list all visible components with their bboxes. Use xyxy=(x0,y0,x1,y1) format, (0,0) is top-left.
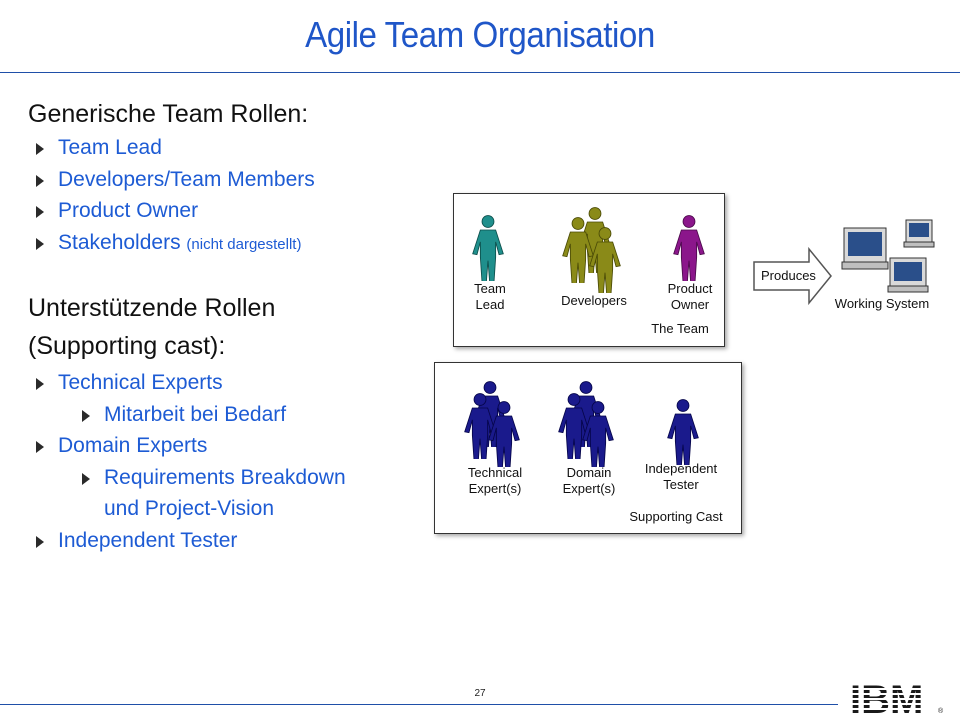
ibm-logo: IBM ® xyxy=(848,676,948,721)
list-item-label: Team Lead xyxy=(58,136,162,159)
supporting-roles-list: Technical Experts Mitarbeit bei Bedarf D… xyxy=(32,367,346,556)
list-item: Product Owner xyxy=(32,195,315,227)
list-item-label: Mitarbeit bei Bedarf xyxy=(104,402,287,426)
tester-label-line2: Tester xyxy=(663,477,699,492)
list-item: Technical Experts xyxy=(32,367,346,399)
product-owner-label-line2: Owner xyxy=(670,297,710,312)
computer-monitor-icon xyxy=(887,257,929,293)
list-item-label: und Project-Vision xyxy=(104,497,275,520)
team-lead-label-line1: Team xyxy=(474,281,506,296)
product-owner-person-icon xyxy=(673,215,705,281)
supporting-cast-caption: Supporting Cast xyxy=(629,509,723,524)
bullet-triangle-icon xyxy=(82,472,90,485)
technical-label-line2: Expert(s) xyxy=(468,481,522,496)
developers-label: Developers xyxy=(561,293,627,308)
bullet-triangle-icon xyxy=(36,143,44,155)
heading-supporting-cast: (Supporting cast): xyxy=(28,332,226,360)
list-item-label: Stakeholders xyxy=(58,230,181,254)
list-item-label: Independent Tester xyxy=(58,528,238,552)
bullet-triangle-icon xyxy=(36,441,44,453)
stakeholders-note: (nicht dargestellt) xyxy=(186,235,302,253)
supporting-figures xyxy=(464,381,699,467)
domain-label-line2: Expert(s) xyxy=(562,481,616,496)
ibm-logo-text: IBM xyxy=(850,678,923,716)
list-item-label: Domain Experts xyxy=(58,434,208,457)
registered-mark: ® xyxy=(938,707,944,715)
list-item-label: Requirements Breakdown xyxy=(104,465,346,489)
heading-supporting-roles: Unterstützende Rollen xyxy=(28,294,276,322)
list-item-continuation: und Project-Vision xyxy=(78,493,346,525)
produces-label: Produces xyxy=(761,268,816,283)
list-item: Team Lead xyxy=(32,132,315,164)
bullet-triangle-icon xyxy=(36,378,44,390)
list-item: Mitarbeit bei Bedarf xyxy=(78,399,346,431)
tester-label-line1: Independent xyxy=(644,461,718,476)
footer-divider xyxy=(0,704,838,705)
team-caption: The Team xyxy=(651,321,709,336)
bullet-triangle-icon xyxy=(36,206,44,218)
product-owner-label-line1: Product xyxy=(667,281,713,296)
independent-tester-person-icon xyxy=(667,399,699,465)
page-number: 27 xyxy=(474,688,486,699)
heading-generic-roles: Generische Team Rollen: xyxy=(28,100,309,128)
list-item-label: Product Owner xyxy=(58,199,199,222)
team-lead-person-icon xyxy=(472,215,504,281)
list-item-label: Developers/Team Members xyxy=(58,167,315,191)
bullet-triangle-icon xyxy=(36,535,44,548)
slide-title: Agile Team Organisation xyxy=(305,14,655,55)
list-item: Domain Experts xyxy=(32,430,346,462)
ibm-logo-icon: IBM ® xyxy=(850,678,944,716)
technical-label-line1: Technical xyxy=(467,465,523,480)
computers-icon xyxy=(841,219,935,293)
computer-monitor-icon xyxy=(841,227,889,270)
working-system-label: Working System xyxy=(834,296,930,311)
generic-roles-list: Team Lead Developers/Team Members Produc… xyxy=(32,132,315,260)
bullet-triangle-icon xyxy=(82,409,90,422)
produces-arrow-icon xyxy=(753,247,832,305)
title-divider xyxy=(0,72,960,73)
list-item: Independent Tester xyxy=(32,525,346,557)
team-lead-label-line2: Lead xyxy=(475,297,505,312)
list-item: Requirements Breakdown xyxy=(78,462,346,494)
computer-monitor-icon xyxy=(903,219,935,248)
domain-label-line1: Domain xyxy=(566,465,612,480)
list-item: Stakeholders (nicht dargestellt) xyxy=(32,227,315,261)
list-item: Developers/Team Members xyxy=(32,164,315,196)
bullet-triangle-icon xyxy=(36,174,44,187)
bullet-triangle-icon xyxy=(36,237,44,250)
list-item-label: Technical Experts xyxy=(58,371,223,394)
